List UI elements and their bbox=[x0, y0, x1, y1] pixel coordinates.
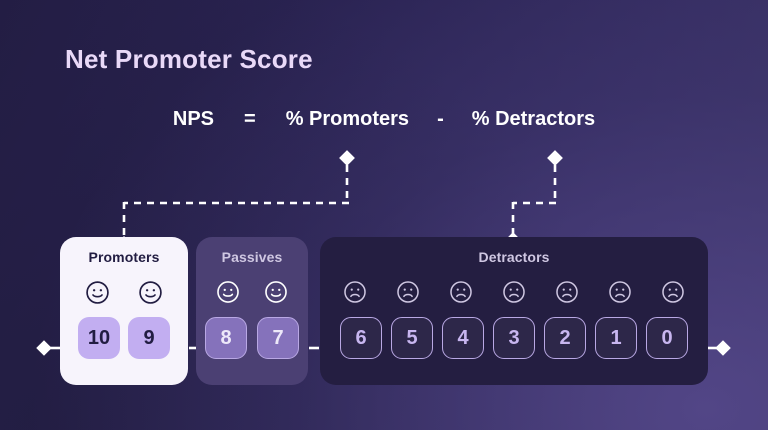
sad-face-icon bbox=[342, 279, 368, 305]
passives-label: Passives bbox=[221, 249, 283, 265]
smiley-face-icon bbox=[263, 279, 289, 305]
formula-nps-label: NPS bbox=[172, 108, 214, 130]
passives-scores: 8 7 bbox=[205, 317, 299, 359]
passives-card[interactable]: Passives bbox=[196, 237, 308, 385]
sad-face-icon bbox=[660, 279, 686, 305]
smiley-face-icon bbox=[215, 279, 241, 305]
smiley-face-icon bbox=[84, 279, 111, 306]
sad-face-icon bbox=[554, 279, 580, 305]
promoters-scores: 10 9 bbox=[78, 317, 170, 359]
score-chip[interactable]: 1 bbox=[595, 317, 637, 359]
promoters-card[interactable]: Promoters bbox=[60, 237, 188, 385]
detractors-scores: 6 5 4 3 2 1 0 bbox=[340, 317, 688, 359]
formula-minus-sign: - bbox=[437, 108, 444, 130]
score-chip[interactable]: 10 bbox=[78, 317, 120, 359]
sad-face-icon bbox=[395, 279, 421, 305]
promoters-connector-diamond bbox=[339, 150, 355, 166]
detractors-faces bbox=[342, 275, 686, 309]
score-chip[interactable]: 9 bbox=[128, 317, 170, 359]
page-title: Net Promoter Score bbox=[65, 44, 313, 74]
score-chip[interactable]: 2 bbox=[544, 317, 586, 359]
formula-equals-sign: = bbox=[244, 108, 256, 130]
formula-promoters-term: % Promoters bbox=[285, 108, 410, 130]
score-chip[interactable]: 3 bbox=[493, 317, 535, 359]
score-chip[interactable]: 6 bbox=[340, 317, 382, 359]
sad-face-icon bbox=[501, 279, 527, 305]
score-chip[interactable]: 5 bbox=[391, 317, 433, 359]
score-chip[interactable]: 7 bbox=[257, 317, 299, 359]
formula-detractors-term: % Detractors bbox=[471, 108, 596, 130]
promoters-faces bbox=[84, 275, 164, 309]
detractors-card[interactable]: Detractors bbox=[320, 237, 708, 385]
passives-faces bbox=[215, 275, 289, 309]
score-scale: Promoters bbox=[0, 237, 768, 385]
score-chip[interactable]: 0 bbox=[646, 317, 688, 359]
nps-formula: NPS = % Promoters - % Detractors bbox=[0, 108, 768, 131]
detractors-connector bbox=[505, 150, 563, 248]
detractors-label: Detractors bbox=[478, 249, 550, 265]
smiley-face-icon bbox=[137, 279, 164, 306]
sad-face-icon bbox=[448, 279, 474, 305]
score-chip[interactable]: 4 bbox=[442, 317, 484, 359]
promoters-label: Promoters bbox=[88, 249, 160, 265]
sad-face-icon bbox=[607, 279, 633, 305]
score-chip[interactable]: 8 bbox=[205, 317, 247, 359]
detractors-connector-diamond bbox=[547, 150, 563, 166]
promoters-connector bbox=[119, 150, 355, 246]
